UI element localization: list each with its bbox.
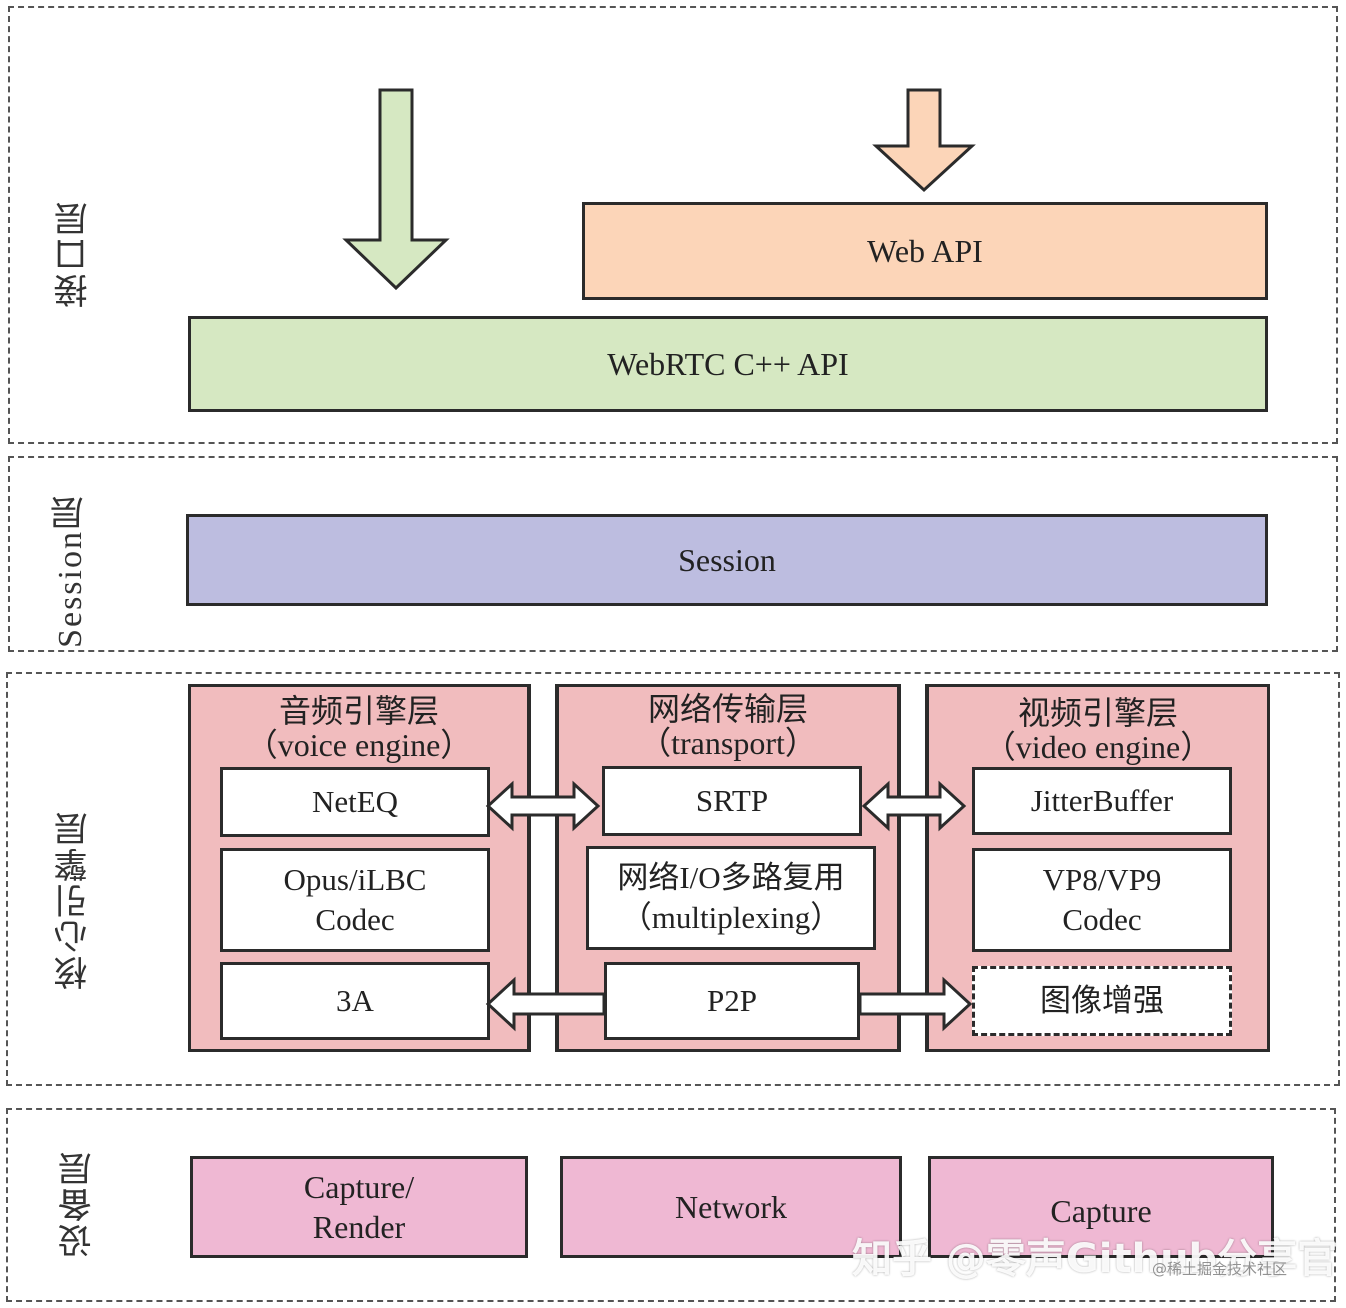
network-label: Network	[675, 1189, 787, 1225]
video-engine-title: 视频引擎层	[1017, 695, 1178, 731]
core-layer	[6, 672, 1340, 1086]
session-box: Session	[186, 514, 1268, 606]
web-api-box: Web API	[582, 202, 1268, 300]
webrtc-cpp-api-box: WebRTC C++ API	[188, 316, 1268, 412]
jitterbuffer-box: JitterBuffer	[972, 767, 1232, 835]
web-api-down-arrow	[872, 88, 976, 193]
audio-engine-title: 音频引擎层	[278, 693, 439, 729]
web-api-label: Web API	[867, 233, 983, 269]
vp8-vp9-codec-box: VP8/VP9 Codec	[972, 848, 1232, 952]
session-label: Session	[678, 542, 776, 578]
video-engine-subtitle: （video engine）	[983, 729, 1213, 765]
capture-render-label: Capture/ Render	[303, 1169, 415, 1245]
audio-engine-subtitle: （voice engine）	[245, 727, 473, 763]
neteq-box: NetEQ	[220, 767, 490, 837]
opus-ilbc-codec-box: Opus/iLBC Codec	[220, 848, 490, 952]
neteq-srtp-double-arrow	[485, 780, 601, 832]
transport-title: 网络传输层	[647, 691, 808, 727]
network-box: Network	[560, 1156, 902, 1258]
srtp-box: SRTP	[602, 766, 862, 836]
capture-box: Capture	[928, 1156, 1274, 1258]
juejin-watermark: @稀土掘金技术社区	[1152, 1260, 1288, 1278]
srtp-jitterbuffer-double-arrow	[861, 780, 967, 832]
webrtc-cpp-api-label: WebRTC C++ API	[607, 346, 849, 382]
cpp-api-down-arrow	[342, 88, 450, 291]
p2p-box: P2P	[604, 962, 860, 1040]
3a-box: 3A	[220, 962, 490, 1040]
p2p-to-image-enhancement-arrow	[858, 976, 973, 1032]
device-layer	[6, 1108, 1336, 1302]
transport-subtitle: （transport）	[639, 725, 817, 761]
p2p-to-3a-arrow	[485, 976, 606, 1032]
interface-layer	[8, 6, 1338, 444]
zhihu-watermark: 知乎 @零声Github分享官	[852, 1236, 1338, 1282]
session-layer	[8, 456, 1338, 652]
capture-render-box: Capture/ Render	[190, 1156, 528, 1258]
capture-label: Capture	[1050, 1193, 1152, 1229]
multiplexing-box: 网络I/O多路复用 （multiplexing）	[586, 846, 876, 950]
image-enhancement-box: 图像增强	[972, 966, 1232, 1036]
